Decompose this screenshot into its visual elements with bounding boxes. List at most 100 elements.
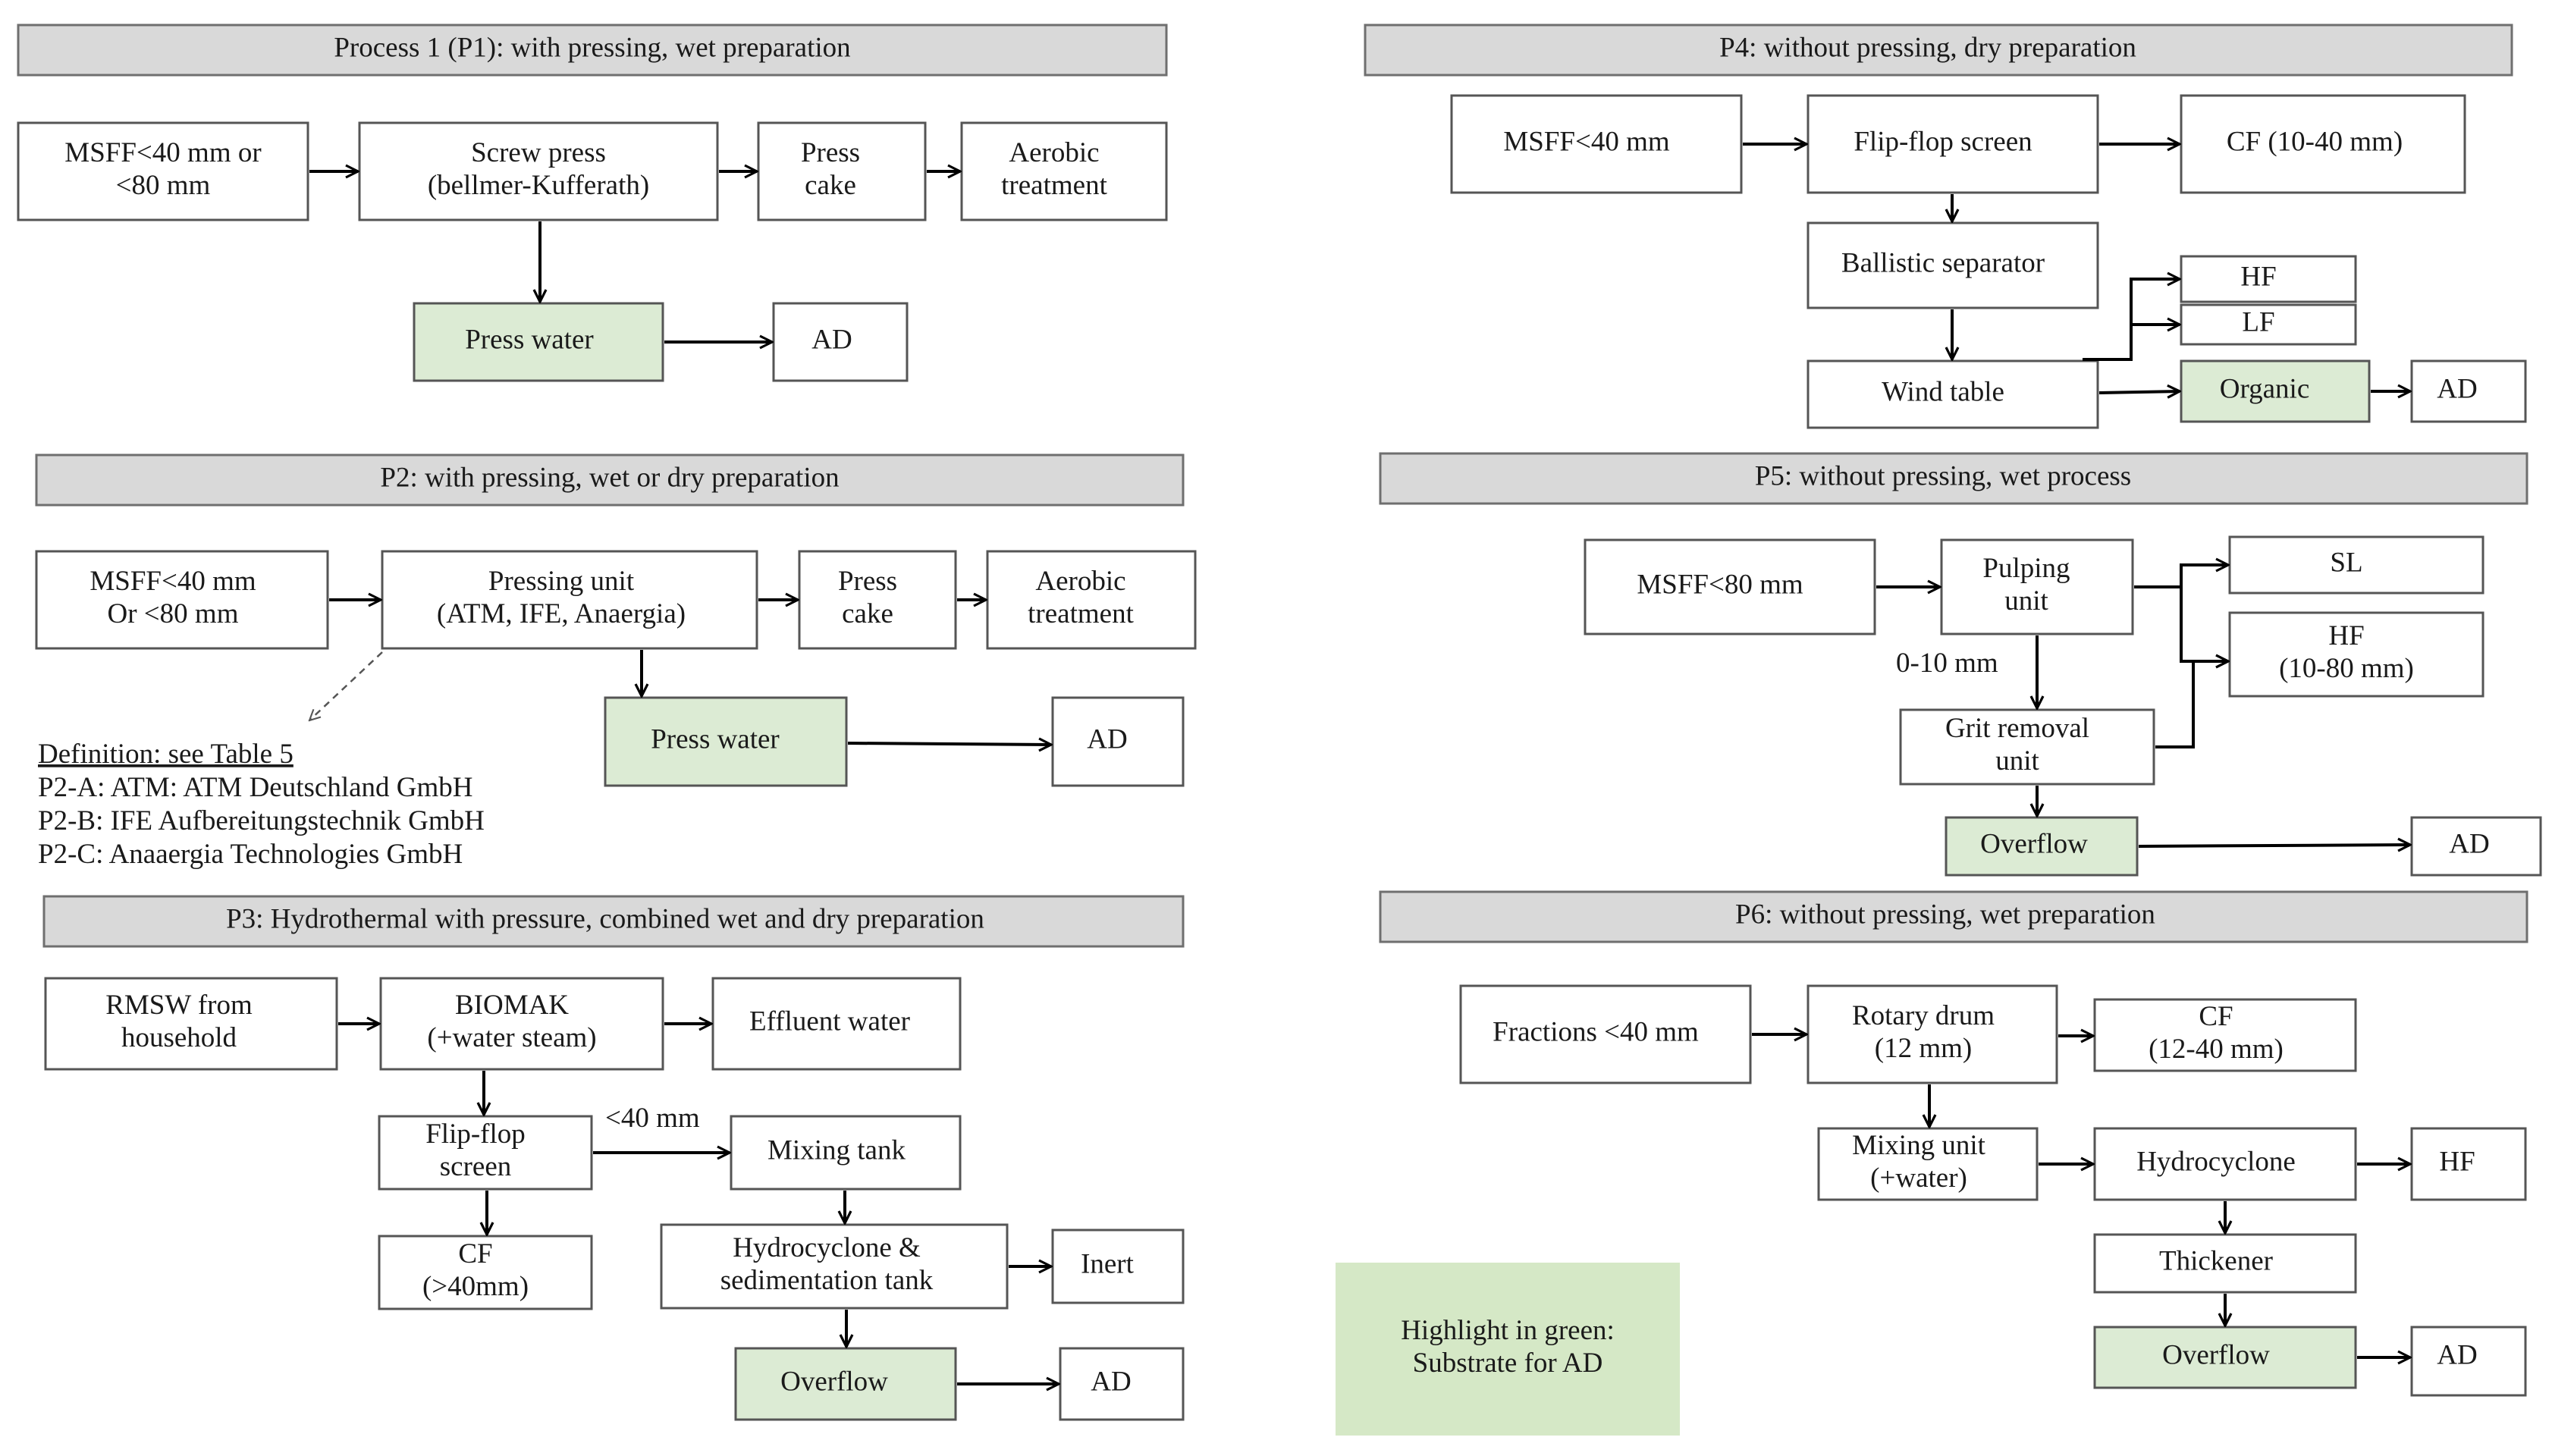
p4-flipflop-box: Flip-flop screen bbox=[1806, 94, 2099, 194]
label-line: Screw press bbox=[471, 137, 606, 168]
p5-arrow-pulping-hf bbox=[2180, 587, 2228, 661]
p3-effluent-box: Effluent water bbox=[711, 977, 962, 1071]
p3-overflow-box: Overflow bbox=[734, 1347, 957, 1421]
p3-mixing-tank-label: Mixing tank bbox=[767, 1134, 906, 1166]
p3-inert-box: Inert bbox=[1051, 1228, 1185, 1304]
p4-wind-table-box: Wind table bbox=[1806, 359, 2099, 429]
label-line: LF bbox=[2242, 306, 2274, 337]
p2-pressing-unit-box: Pressing unit(ATM, IFE, Anaergia) bbox=[381, 550, 758, 650]
label-line: cake bbox=[842, 598, 893, 629]
p3-inert-label: Inert bbox=[1081, 1248, 1135, 1279]
p5-label-0-10mm: 0-10 mm bbox=[1896, 648, 1998, 679]
p5-arrow-pulping-sl bbox=[2134, 565, 2228, 588]
p6-mixing-unit-box: Mixing unit(+water) bbox=[1817, 1127, 2039, 1201]
p5-ad-label: AD bbox=[2449, 828, 2489, 859]
label-line: Aerobic bbox=[1009, 137, 1099, 168]
p3-biomak-box: BIOMAK(+water steam) bbox=[379, 977, 664, 1071]
p2-definition-note: Definition: see Table 5 bbox=[38, 739, 293, 770]
label-line: Inert bbox=[1081, 1248, 1135, 1279]
p5-msff-box: MSFF<80 mm bbox=[1584, 538, 1876, 635]
label-line: Hydrocyclone & bbox=[733, 1232, 921, 1263]
label-line: Overflow bbox=[780, 1366, 888, 1397]
p2-ad-label: AD bbox=[1087, 723, 1127, 755]
p2-press-water-label: Press water bbox=[651, 723, 780, 755]
p1-title: Process 1 (P1): with pressing, wet prepa… bbox=[334, 32, 850, 63]
p5-title: P5: without pressing, wet process bbox=[1755, 460, 2131, 491]
p6-fractions-box: Fractions <40 mm bbox=[1459, 984, 1752, 1084]
p1-ad-label: AD bbox=[811, 324, 852, 355]
legend-substrate: Highlight in green:Substrate for AD bbox=[1336, 1263, 1680, 1436]
label-line: AD bbox=[2437, 1339, 2477, 1370]
label-line: (+water) bbox=[1870, 1163, 1967, 1194]
label-line: Pulping bbox=[1982, 553, 2070, 584]
p2-definition-pointer bbox=[309, 651, 383, 720]
label-line: Pressing unit bbox=[488, 566, 635, 597]
label-line: MSFF<40 mm bbox=[89, 566, 256, 597]
label-line: BIOMAK bbox=[455, 990, 569, 1021]
p5-hf-label: HF(10-80 mm) bbox=[2279, 620, 2414, 684]
label-line: MSFF<40 mm or bbox=[64, 137, 261, 168]
p1-press-water-box: Press water bbox=[413, 302, 664, 382]
p6-hydrocyclone-label: Hydrocyclone bbox=[2136, 1146, 2296, 1177]
label-line: Press bbox=[838, 566, 897, 597]
label-line: Wind table bbox=[1882, 376, 2004, 407]
p6-hf-label: HF bbox=[2439, 1146, 2475, 1177]
p4-lf-label: LF bbox=[2242, 306, 2274, 337]
p2-header: P2: with pressing, wet or dry preparatio… bbox=[35, 453, 1185, 507]
panel-p4: P4: without pressing, dry preparation MS… bbox=[1364, 24, 2527, 429]
p2-ad-box: AD bbox=[1051, 696, 1185, 787]
p1-screw-press-label: Screw press(bellmer-Kufferath) bbox=[428, 137, 649, 201]
p6-ad-box: AD bbox=[2410, 1326, 2527, 1397]
label-line: Mixing tank bbox=[767, 1134, 906, 1166]
p4-arrow-wind-organic bbox=[2098, 391, 2180, 393]
label-line: Thickener bbox=[2159, 1245, 2273, 1276]
p6-rotary-box: Rotary drum(12 mm) bbox=[1806, 984, 2058, 1084]
p4-hf-label: HF bbox=[2240, 261, 2276, 292]
p3-cf-box: CF(>40mm) bbox=[378, 1235, 593, 1310]
p6-overflow-box: Overflow bbox=[2093, 1326, 2357, 1389]
p1-ad-box: AD bbox=[772, 302, 909, 382]
p3-ad-box: AD bbox=[1059, 1347, 1185, 1421]
p1-screw-press-box: Screw press(bellmer-Kufferath) bbox=[358, 121, 719, 221]
label-line: <80 mm bbox=[116, 170, 211, 201]
p2-variant-c: P2-C: Anaaergia Technologies GmbH bbox=[38, 839, 463, 870]
p6-fractions-label: Fractions <40 mm bbox=[1493, 1016, 1699, 1047]
p4-arrow-wind-hf bbox=[2083, 279, 2180, 361]
label-line: MSFF<40 mm bbox=[1503, 126, 1670, 157]
p2-variant-b: P2-B: IFE Aufbereitungstechnik GmbH bbox=[38, 805, 485, 836]
label-line: RMSW from bbox=[105, 990, 253, 1021]
p4-wind-table-label: Wind table bbox=[1882, 376, 2004, 407]
p3-title: P3: Hydrothermal with pressure, combined… bbox=[226, 903, 984, 934]
label-line: Hydrocyclone bbox=[2136, 1146, 2296, 1177]
label-line: Organic bbox=[2220, 373, 2310, 404]
p2-title: P2: with pressing, wet or dry preparatio… bbox=[380, 462, 839, 493]
p1-press-water-label: Press water bbox=[465, 324, 594, 355]
p3-biomak-label: BIOMAK(+water steam) bbox=[427, 990, 596, 1053]
p5-sl-label: SL bbox=[2330, 547, 2362, 578]
label-line: Press water bbox=[465, 324, 594, 355]
label-line: Ballistic separator bbox=[1841, 247, 2045, 278]
label-line: (10-80 mm) bbox=[2279, 653, 2414, 684]
p6-mixing-unit-label: Mixing unit(+water) bbox=[1852, 1130, 1985, 1194]
label-line: SL bbox=[2330, 547, 2362, 578]
label-line: (>40mm) bbox=[422, 1271, 529, 1302]
label-line: Flip-flop bbox=[425, 1119, 526, 1150]
p4-hf-box: HF bbox=[2180, 255, 2357, 303]
label-line: Flip-flop screen bbox=[1854, 126, 2032, 157]
p1-msff-box: MSFF<40 mm or<80 mm bbox=[17, 121, 309, 221]
label-line: HF bbox=[2439, 1146, 2475, 1177]
p4-lf-box: LF bbox=[2180, 303, 2357, 346]
label-line: screen bbox=[440, 1151, 512, 1182]
p2-press-water-box: Press water bbox=[604, 696, 848, 787]
p4-cf-box: CF (10-40 mm) bbox=[2180, 94, 2466, 194]
